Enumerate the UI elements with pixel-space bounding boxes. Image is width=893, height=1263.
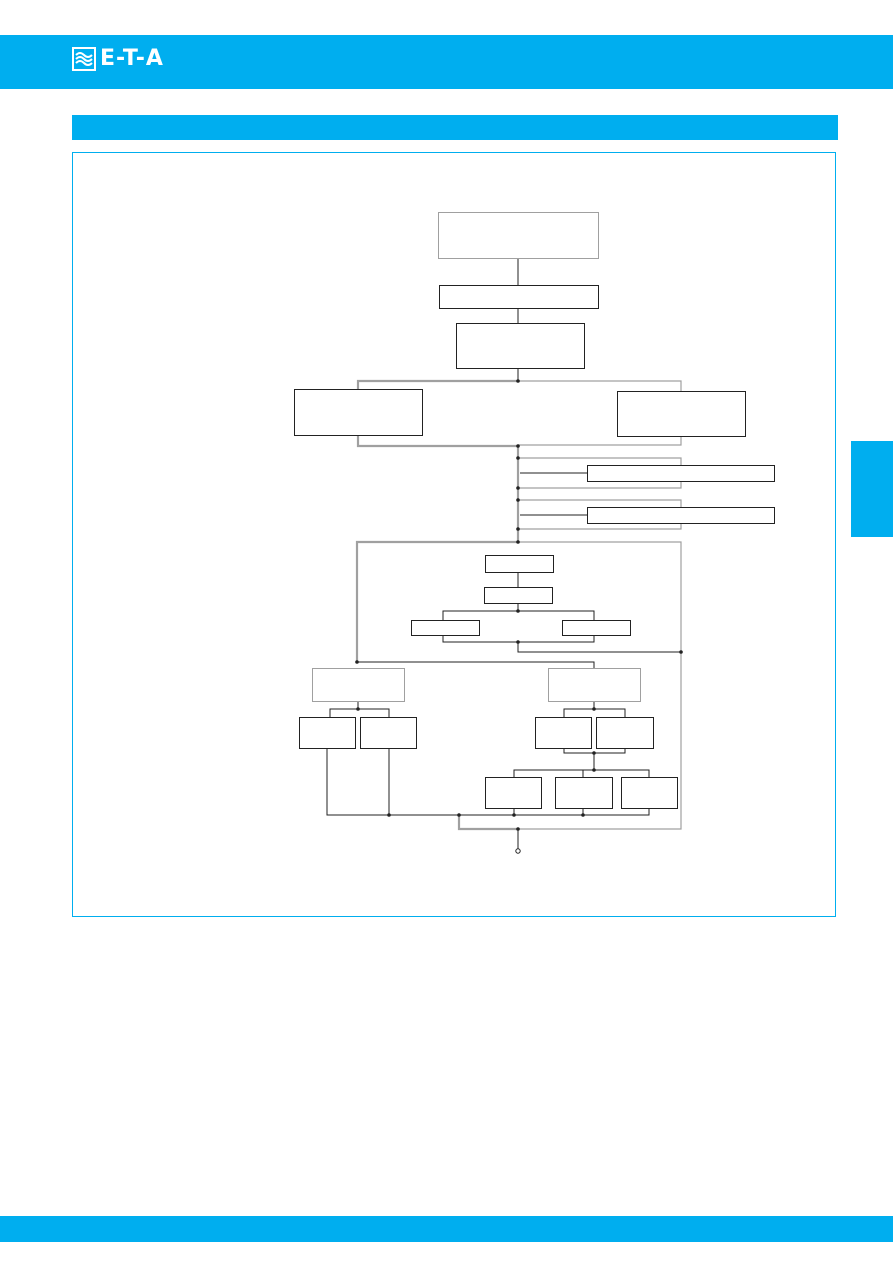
box-group-left	[312, 668, 405, 702]
connector-to-outer	[517, 642, 681, 653]
box-small-left	[411, 620, 480, 636]
diagram-frame	[72, 152, 836, 917]
muted-connectors	[518, 380, 682, 830]
side-tab	[851, 441, 893, 537]
junction-dots	[355, 379, 683, 831]
box-right-a	[535, 717, 592, 749]
header-band: E-T-A	[0, 35, 893, 89]
highlight-connectors	[355, 379, 520, 831]
box-step-1	[439, 285, 599, 309]
box-group-right	[548, 668, 641, 702]
box-start	[438, 212, 599, 259]
connector-bottom-merge	[326, 748, 650, 816]
box-small-1	[485, 555, 554, 573]
flow-boxes	[294, 212, 775, 809]
footer-band	[0, 1216, 893, 1242]
box-left-b	[360, 717, 417, 749]
section-title-bar	[72, 115, 838, 140]
connector-outer-loop	[518, 541, 682, 830]
box-right-b	[596, 717, 654, 749]
eta-logo: E-T-A	[72, 47, 172, 71]
box-branch-left	[294, 389, 423, 436]
box-left-a	[299, 717, 356, 749]
box-bottom-3	[621, 777, 678, 809]
box-bar-2	[587, 507, 775, 524]
eta-wave-logo-icon	[72, 47, 96, 71]
exit-terminal	[515, 848, 521, 854]
box-small-right	[562, 620, 631, 636]
connector-merge-highlight	[457, 815, 518, 831]
connector-triple-split	[513, 769, 650, 777]
connector-split-big	[357, 661, 595, 668]
box-bar-1	[587, 465, 775, 482]
brand-name: E-T-A	[100, 46, 164, 71]
connector-left-pair	[329, 708, 390, 718]
box-bottom-2	[555, 777, 613, 809]
connector-left-drop	[355, 540, 518, 662]
box-step-2	[456, 323, 585, 369]
dark-connectors	[326, 258, 681, 849]
box-bottom-1	[485, 777, 542, 809]
box-small-2	[484, 587, 553, 604]
box-branch-right	[617, 391, 746, 437]
